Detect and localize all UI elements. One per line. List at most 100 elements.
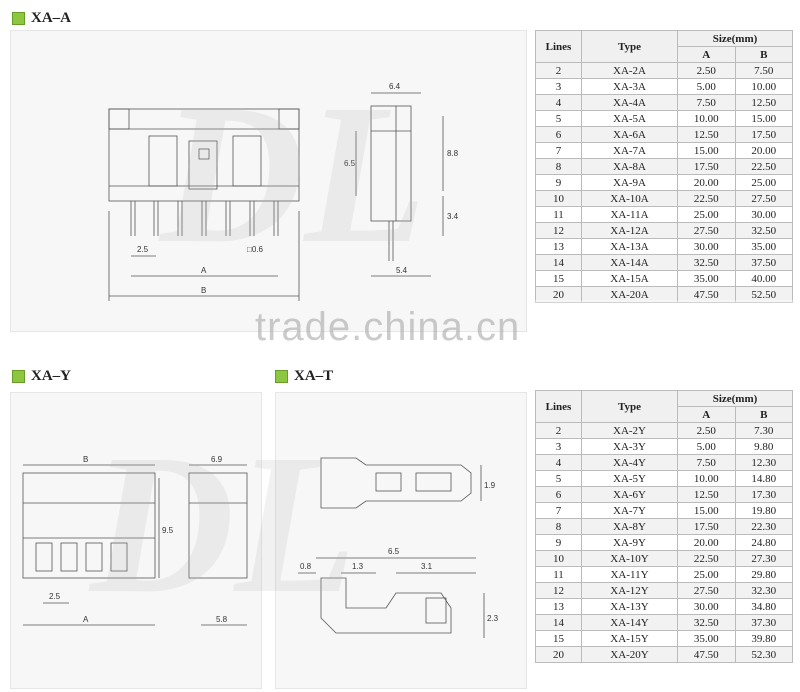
table-cell: 27.30: [734, 550, 793, 567]
table-cell: 12.50: [677, 126, 736, 143]
table-cell: 12: [535, 582, 582, 599]
table-cell: 39.80: [734, 630, 793, 647]
table-cell: 37.50: [734, 254, 793, 271]
table-cell: 5.00: [677, 78, 736, 95]
table-cell: XA-11A: [581, 206, 678, 223]
dim-pitch: 2.5: [137, 245, 149, 254]
section-label: XA–A: [31, 10, 71, 26]
table-cell: 3: [535, 438, 582, 455]
table-cell: 32.50: [677, 254, 736, 271]
table-cell: XA-9Y: [581, 534, 678, 551]
section-label: XA–Y: [31, 368, 71, 384]
site-watermark: trade.china.cn: [255, 305, 521, 349]
table-cell: 2.50: [677, 422, 736, 439]
table-cell: XA-13Y: [581, 598, 678, 615]
table-cell: XA-3Y: [581, 438, 678, 455]
table-cell: 7.50: [734, 62, 793, 79]
xa-t-technical-drawing: 1.9 6.5 0.8 1.3 3.1 2.3: [298, 457, 499, 638]
table-cell: 27.50: [734, 190, 793, 207]
table-cell: 25.00: [677, 206, 736, 223]
table-cell: XA-7Y: [581, 502, 678, 519]
table-cell: 30.00: [677, 238, 736, 255]
table-cell: 6: [535, 126, 582, 143]
table-cell: 20: [535, 646, 582, 663]
table-cell: 11: [535, 206, 582, 223]
dim-bottom: 5.8: [216, 615, 228, 624]
table-cell: 17.50: [677, 158, 736, 175]
table-cell: 7: [535, 502, 582, 519]
table-cell: 27.50: [677, 582, 736, 599]
table-cell: 52.50: [734, 286, 793, 303]
dim-b: B: [201, 286, 206, 295]
dim-d3: 3.1: [421, 562, 433, 571]
table-cell: 35.00: [734, 238, 793, 255]
table-cell: 8: [535, 158, 582, 175]
header-a: A: [677, 46, 736, 63]
table-cell: 17.50: [677, 518, 736, 535]
table-cell: 10.00: [677, 470, 736, 487]
table-cell: 7.30: [734, 422, 793, 439]
table-cell: 10: [535, 190, 582, 207]
table-cell: 12: [535, 222, 582, 239]
table-cell: 20.00: [677, 174, 736, 191]
table-cell: XA-4A: [581, 94, 678, 111]
table-cell: XA-20A: [581, 286, 678, 303]
table-cell: XA-12Y: [581, 582, 678, 599]
table-cell: 22.30: [734, 518, 793, 535]
table-cell: 25.00: [677, 566, 736, 583]
table-cell: 3: [535, 78, 582, 95]
dim-pitch: 2.5: [49, 592, 61, 601]
dim-d1: 0.8: [300, 562, 312, 571]
table-cell: 10: [535, 550, 582, 567]
table-cell: 13: [535, 238, 582, 255]
table-cell: 17.30: [734, 486, 793, 503]
table-cell: 29.80: [734, 566, 793, 583]
table-cell: 35.00: [677, 630, 736, 647]
table-cell: 4: [535, 94, 582, 111]
dim-height: 9.5: [162, 526, 174, 535]
table-cell: XA-11Y: [581, 566, 678, 583]
section-label: XA–T: [294, 368, 334, 384]
table-cell: 35.00: [677, 270, 736, 287]
table-cell: 52.30: [734, 646, 793, 663]
table-cell: 14: [535, 254, 582, 271]
table-cell: 47.50: [677, 646, 736, 663]
table-cell: 11: [535, 566, 582, 583]
table-cell: XA-5A: [581, 110, 678, 127]
dim-width: 6.9: [211, 455, 223, 464]
table-cell: 2: [535, 62, 582, 79]
table-cell: 19.80: [734, 502, 793, 519]
dim-h1: 6.5: [344, 159, 356, 168]
table-cell: XA-13A: [581, 238, 678, 255]
section-title-xa-a: XA–A: [12, 10, 71, 27]
table-cell: 30.00: [677, 598, 736, 615]
table-cell: 17.50: [734, 126, 793, 143]
table-cell: XA-14A: [581, 254, 678, 271]
table-cell: XA-6A: [581, 126, 678, 143]
dim-width: 6.4: [389, 82, 401, 91]
table-cell: XA-12A: [581, 222, 678, 239]
table-cell: 6: [535, 486, 582, 503]
table-cell: XA-10Y: [581, 550, 678, 567]
dim-bottom: 5.4: [396, 266, 408, 275]
table-cell: XA-10A: [581, 190, 678, 207]
table-cell: 15.00: [677, 142, 736, 159]
table-cell: 34.80: [734, 598, 793, 615]
table-cell: 15: [535, 270, 582, 287]
section-title-xa-t: XA–T: [275, 368, 333, 385]
header-b: B: [734, 406, 793, 423]
green-square-icon: [12, 370, 25, 383]
